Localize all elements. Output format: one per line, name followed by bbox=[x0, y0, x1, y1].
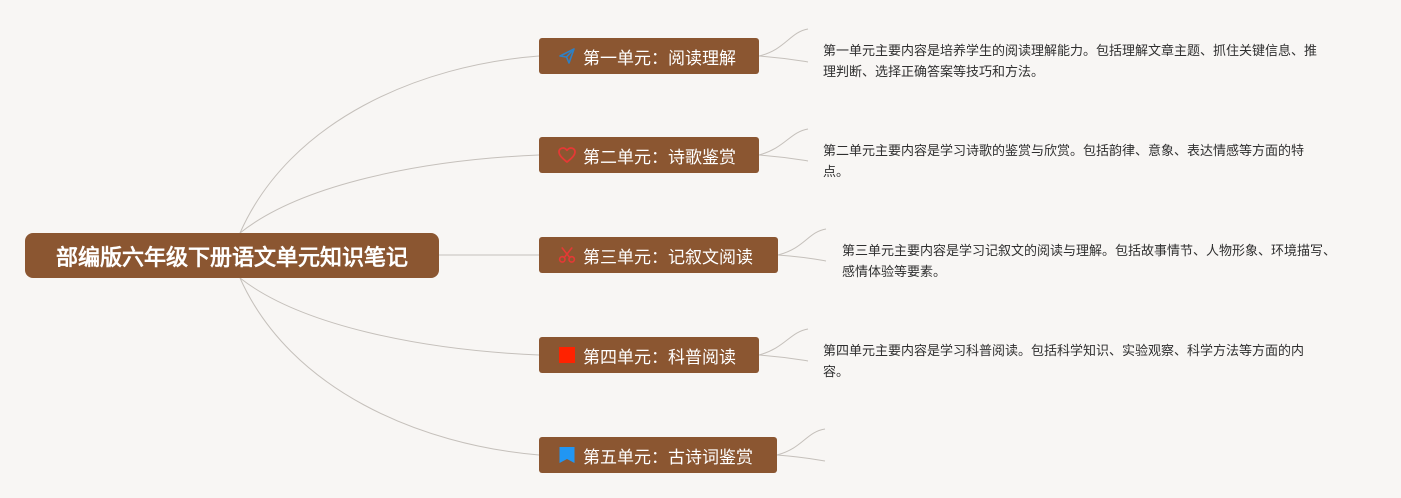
connector-branch-3-note-top bbox=[777, 228, 827, 256]
branch-unit-4[interactable]: 第四单元：科普阅读 bbox=[539, 337, 759, 373]
branch-unit-3[interactable]: 第三单元：记叙文阅读 bbox=[539, 237, 778, 273]
connector-branch-1-note-bottom bbox=[758, 55, 809, 63]
connector-branch-4-note-top bbox=[758, 328, 809, 356]
connector-branch-1-note-top bbox=[758, 28, 809, 57]
connector-root-branch-1 bbox=[239, 55, 540, 234]
root-topic-label: 部编版六年级下册语文单元知识笔记 bbox=[55, 245, 408, 271]
connector-branch-5-note-bottom bbox=[776, 454, 826, 462]
branch-unit-3-label: 第三单元：记叙文阅读 bbox=[583, 247, 753, 268]
connector-branch-4-note-bottom bbox=[758, 354, 809, 362]
connector-root-branch-2 bbox=[239, 154, 540, 234]
blue-flag-icon bbox=[557, 445, 577, 465]
branch-unit-4-label: 第四单元：科普阅读 bbox=[583, 347, 736, 368]
connector-root-branch-4 bbox=[239, 277, 540, 356]
branch-unit-2[interactable]: 第二单元：诗歌鉴赏 bbox=[539, 137, 759, 173]
branch-unit-1[interactable]: 第一单元：阅读理解 bbox=[539, 38, 759, 74]
branch-unit-1-label: 第一单元：阅读理解 bbox=[583, 48, 736, 69]
connector-branch-2-note-bottom bbox=[758, 154, 809, 162]
branch-unit-2-label: 第二单元：诗歌鉴赏 bbox=[583, 147, 736, 168]
scissors-icon bbox=[557, 245, 577, 265]
branch-unit-2-note: 第二单元主要内容是学习诗歌的鉴赏与欣赏。包括韵律、意象、表达情感等方面的特点。 bbox=[823, 144, 1305, 180]
branch-unit-3-note: 第三单元主要内容是学习记叙文的阅读与理解。包括故事情节、人物形象、环境描写、感情… bbox=[842, 244, 1337, 280]
connector-branch-3-note-bottom bbox=[777, 254, 827, 262]
heart-icon bbox=[557, 145, 577, 165]
branch-unit-4-note: 第四单元主要内容是学习科普阅读。包括科学知识、实验观察、科学方法等方面的内容。 bbox=[823, 344, 1305, 380]
branch-unit-1-note: 第一单元主要内容是培养学生的阅读理解能力。包括理解文章主题、抓住关键信息、推理判… bbox=[823, 44, 1318, 80]
red-square-icon bbox=[557, 345, 577, 365]
connector-branch-2-note-top bbox=[758, 128, 809, 156]
connector-root-branch-5 bbox=[239, 277, 540, 456]
paper-plane-icon bbox=[557, 46, 577, 66]
branch-unit-5[interactable]: 第五单元：古诗词鉴赏 bbox=[539, 437, 777, 473]
root-topic[interactable]: 部编版六年级下册语文单元知识笔记 bbox=[25, 233, 439, 278]
connector-branch-5-note-top bbox=[776, 428, 826, 456]
branch-unit-5-label: 第五单元：古诗词鉴赏 bbox=[583, 447, 753, 468]
